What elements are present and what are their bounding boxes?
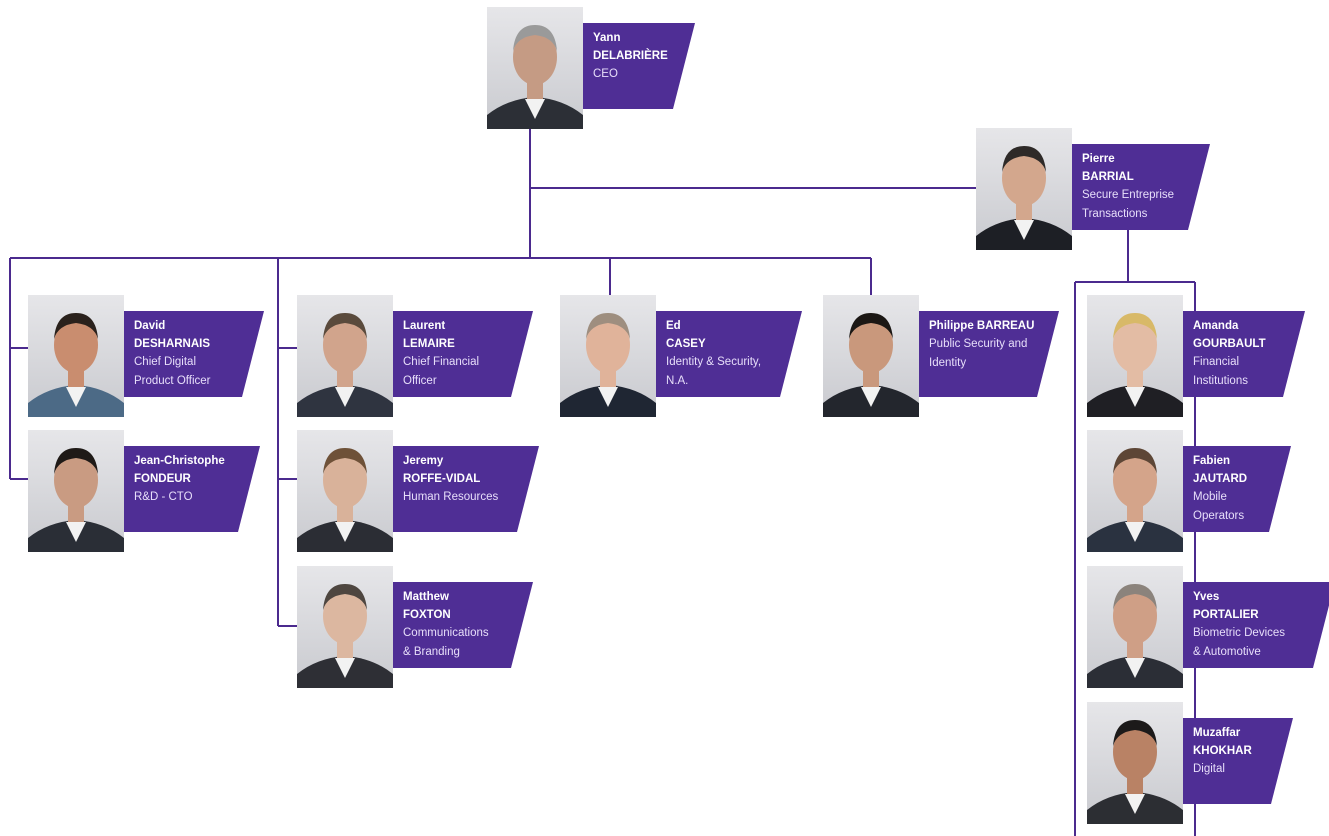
person-photo: [297, 566, 393, 688]
person-last-name: BARRIAL: [1082, 171, 1134, 183]
person-role: Identity & Security, N.A.: [666, 356, 762, 387]
person-last-name: DESHARNAIS: [134, 338, 211, 350]
person-last-name: FOXTON: [403, 609, 451, 621]
person-last-name: GOURBAULT: [1193, 338, 1266, 350]
person-role: Public Security and Identity: [929, 338, 1028, 369]
person-first-name: Matthew: [403, 591, 449, 603]
person-first-name: Amanda: [1193, 320, 1239, 332]
person-role: Chief Financial Officer: [403, 356, 480, 387]
person-role: Mobile Operators: [1193, 491, 1245, 522]
person-photo: [28, 430, 124, 552]
person-last-name: LEMAIRE: [403, 338, 455, 350]
person-photo: [297, 295, 393, 417]
person-last-name: CASEY: [666, 338, 706, 350]
person-first-name: Jeremy: [403, 455, 444, 467]
person-photo: [1087, 702, 1183, 824]
person-photo: [487, 7, 583, 129]
person-role: Chief Digital Product Officer: [134, 356, 211, 387]
person-photo: [823, 295, 919, 417]
person-role: Digital: [1193, 763, 1225, 775]
person-role: Communications & Branding: [403, 627, 489, 658]
person-first-name: Yves: [1193, 591, 1220, 603]
person-role: Secure Entreprise Transactions: [1082, 189, 1175, 220]
person-first-name: Muzaffar: [1193, 727, 1241, 739]
person-first-name: Pierre: [1082, 153, 1115, 165]
person-last-name: FONDEUR: [134, 473, 191, 485]
person-first-name: Fabien: [1193, 455, 1231, 467]
person-first-name: David: [134, 320, 166, 332]
person-photo: [1087, 295, 1183, 417]
person-role: R&D - CTO: [134, 491, 193, 503]
person-role: CEO: [593, 68, 618, 80]
person-photo: [560, 295, 656, 417]
person-first-name: Jean-Christophe: [134, 455, 225, 467]
person-role: Human Resources: [403, 491, 499, 503]
person-photo: [976, 128, 1072, 250]
person-first-name: Laurent: [403, 320, 446, 332]
person-photo: [28, 295, 124, 417]
person-first-name: Philippe BARREAU: [929, 320, 1035, 332]
person-first-name: Yann: [593, 32, 621, 44]
person-last-name: JAUTARD: [1193, 473, 1248, 485]
person-photo: [1087, 566, 1183, 688]
name-plate: Philippe BARREAU Public Security and Iden…: [919, 311, 1059, 397]
person-last-name: KHOKHAR: [1193, 745, 1252, 757]
person-last-name: DELABRIÈRE: [593, 50, 668, 62]
person-role: Biometric Devices & Automotive: [1193, 627, 1286, 658]
person-first-name: Ed: [666, 320, 681, 332]
person-photo: [1087, 430, 1183, 552]
person-role: Financial Institutions: [1193, 356, 1248, 387]
person-photo: [297, 430, 393, 552]
person-last-name: PORTALIER: [1193, 609, 1259, 621]
person-last-name: ROFFE-VIDAL: [403, 473, 481, 485]
